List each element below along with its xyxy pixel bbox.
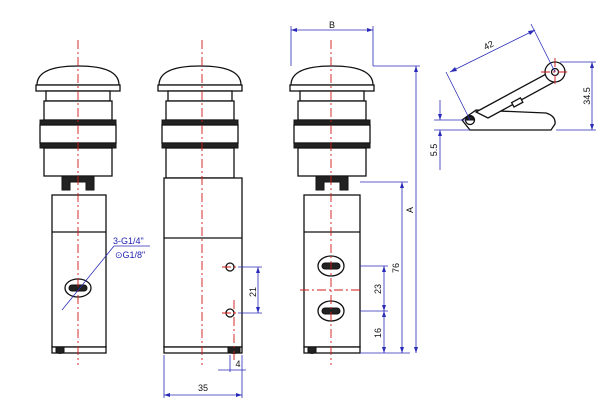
knurl-ring-side — [161, 124, 239, 144]
lever-detail — [461, 58, 569, 131]
dim-76: 76 — [391, 263, 401, 273]
valve-body — [51, 194, 107, 348]
side-view — [157, 40, 243, 365]
lever-base — [461, 109, 556, 131]
dim-23: 23 — [373, 284, 383, 294]
dim-16: 16 — [373, 328, 383, 338]
dim-b: B — [329, 20, 335, 30]
mounting-bracket — [61, 175, 95, 191]
dim-21: 21 — [248, 287, 258, 297]
port-callout-label: 3-G1/4" — [113, 236, 144, 246]
port-callout: 3-G1/4" ⊙G1/8" — [61, 236, 150, 311]
dim-4: 4 — [235, 359, 240, 369]
mushroom-cap-side — [158, 65, 242, 86]
side-dimensions: 21 35 4 — [163, 266, 262, 398]
dim-34-5: 34.5 — [582, 87, 592, 105]
port-view — [289, 40, 375, 365]
knurl-ring-3 — [293, 124, 371, 144]
port-callout-alt: ⊙G1/8" — [115, 250, 145, 260]
mushroom-cap-3 — [290, 65, 374, 86]
front-view — [35, 40, 121, 365]
dim-42: 42 — [482, 39, 495, 52]
body-base — [51, 346, 107, 354]
dim-35: 35 — [198, 383, 208, 393]
lever-stop — [510, 97, 524, 108]
lever-dimensions: 42 34.5 5.5 — [429, 23, 596, 170]
foot-mark — [55, 346, 65, 354]
port-dimensions: B 23 16 76 A — [290, 20, 420, 354]
dim-5-5: 5.5 — [429, 144, 439, 157]
dim-a: A — [405, 207, 415, 213]
